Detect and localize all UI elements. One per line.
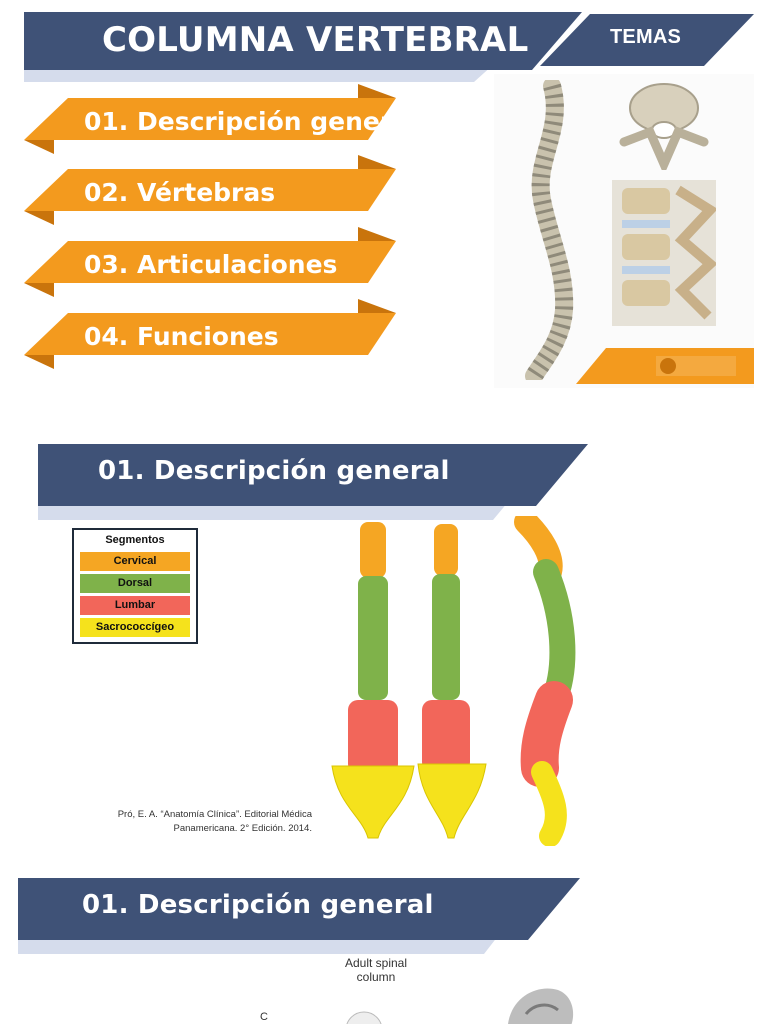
legend-item-lumbar: Lumbar <box>80 596 190 615</box>
citation-line-2: Panamericana. 2° Edición. 2014. <box>173 823 312 834</box>
header-light-band <box>18 936 498 954</box>
ribbon-1[interactable] <box>24 84 396 154</box>
spine-section-image <box>612 180 716 326</box>
title-band <box>24 12 582 70</box>
slide2-header-svg <box>38 444 588 520</box>
spine-lateral <box>514 516 576 846</box>
spine-front <box>331 522 415 839</box>
legend-item-sacrococcigeo: Sacrococcígeo <box>80 618 190 637</box>
legend-item-dorsal: Dorsal <box>80 574 190 593</box>
temas-label[interactable]: TEMAS <box>610 26 681 48</box>
title-band <box>38 444 588 506</box>
slide-descripcion-1: 01. Descripción general <box>38 444 588 844</box>
legend-item-cervical: Cervical <box>80 552 190 571</box>
adult-spinal-column-label: Adult spinal column <box>344 956 408 984</box>
slide-title: 01. Descripción general <box>98 456 450 486</box>
ribbon-4[interactable] <box>24 299 396 369</box>
vertebra-image <box>619 83 709 170</box>
topic-1-label[interactable]: 01. Descripción general <box>84 107 418 136</box>
header-light-band <box>38 502 508 520</box>
legend-title: Segmentos <box>105 534 165 546</box>
logo <box>660 358 676 374</box>
slide3-header-svg <box>18 878 580 954</box>
topic-4-label[interactable]: 04. Funciones <box>84 322 279 351</box>
topic-ribbons <box>24 84 396 369</box>
slide-title: 01. Descripción general <box>82 890 434 920</box>
temas-band <box>540 14 754 66</box>
citation-line-1: Pró, E. A. “Anatomía Clínica”. Editorial… <box>117 809 312 820</box>
slide-title: COLUMNA VERTEBRAL <box>102 20 529 60</box>
region-label-partial: C <box>260 1011 268 1023</box>
title-band <box>18 878 580 940</box>
spine-segments-illustration <box>331 516 576 846</box>
spine-image <box>525 80 574 380</box>
segments-legend: Segmentos Cervical Dorsal Lumbar Sacroco… <box>72 528 198 644</box>
ribbon-2[interactable] <box>24 155 396 225</box>
logo-band <box>576 348 754 384</box>
slide-descripcion-2: 01. Descripción general Adult spinal col… <box>18 878 584 1024</box>
spine-back <box>417 524 487 839</box>
slide-temas: COLUMNA VERTEBRAL TEMAS 01. Descripción … <box>24 8 754 388</box>
ribbon-3[interactable] <box>24 227 396 297</box>
topic-2-label[interactable]: 02. Vértebras <box>84 178 276 207</box>
topic-3-label[interactable]: 03. Articulaciones <box>84 250 338 279</box>
head-outline <box>346 1011 382 1024</box>
spinal-column-figures <box>346 988 574 1024</box>
